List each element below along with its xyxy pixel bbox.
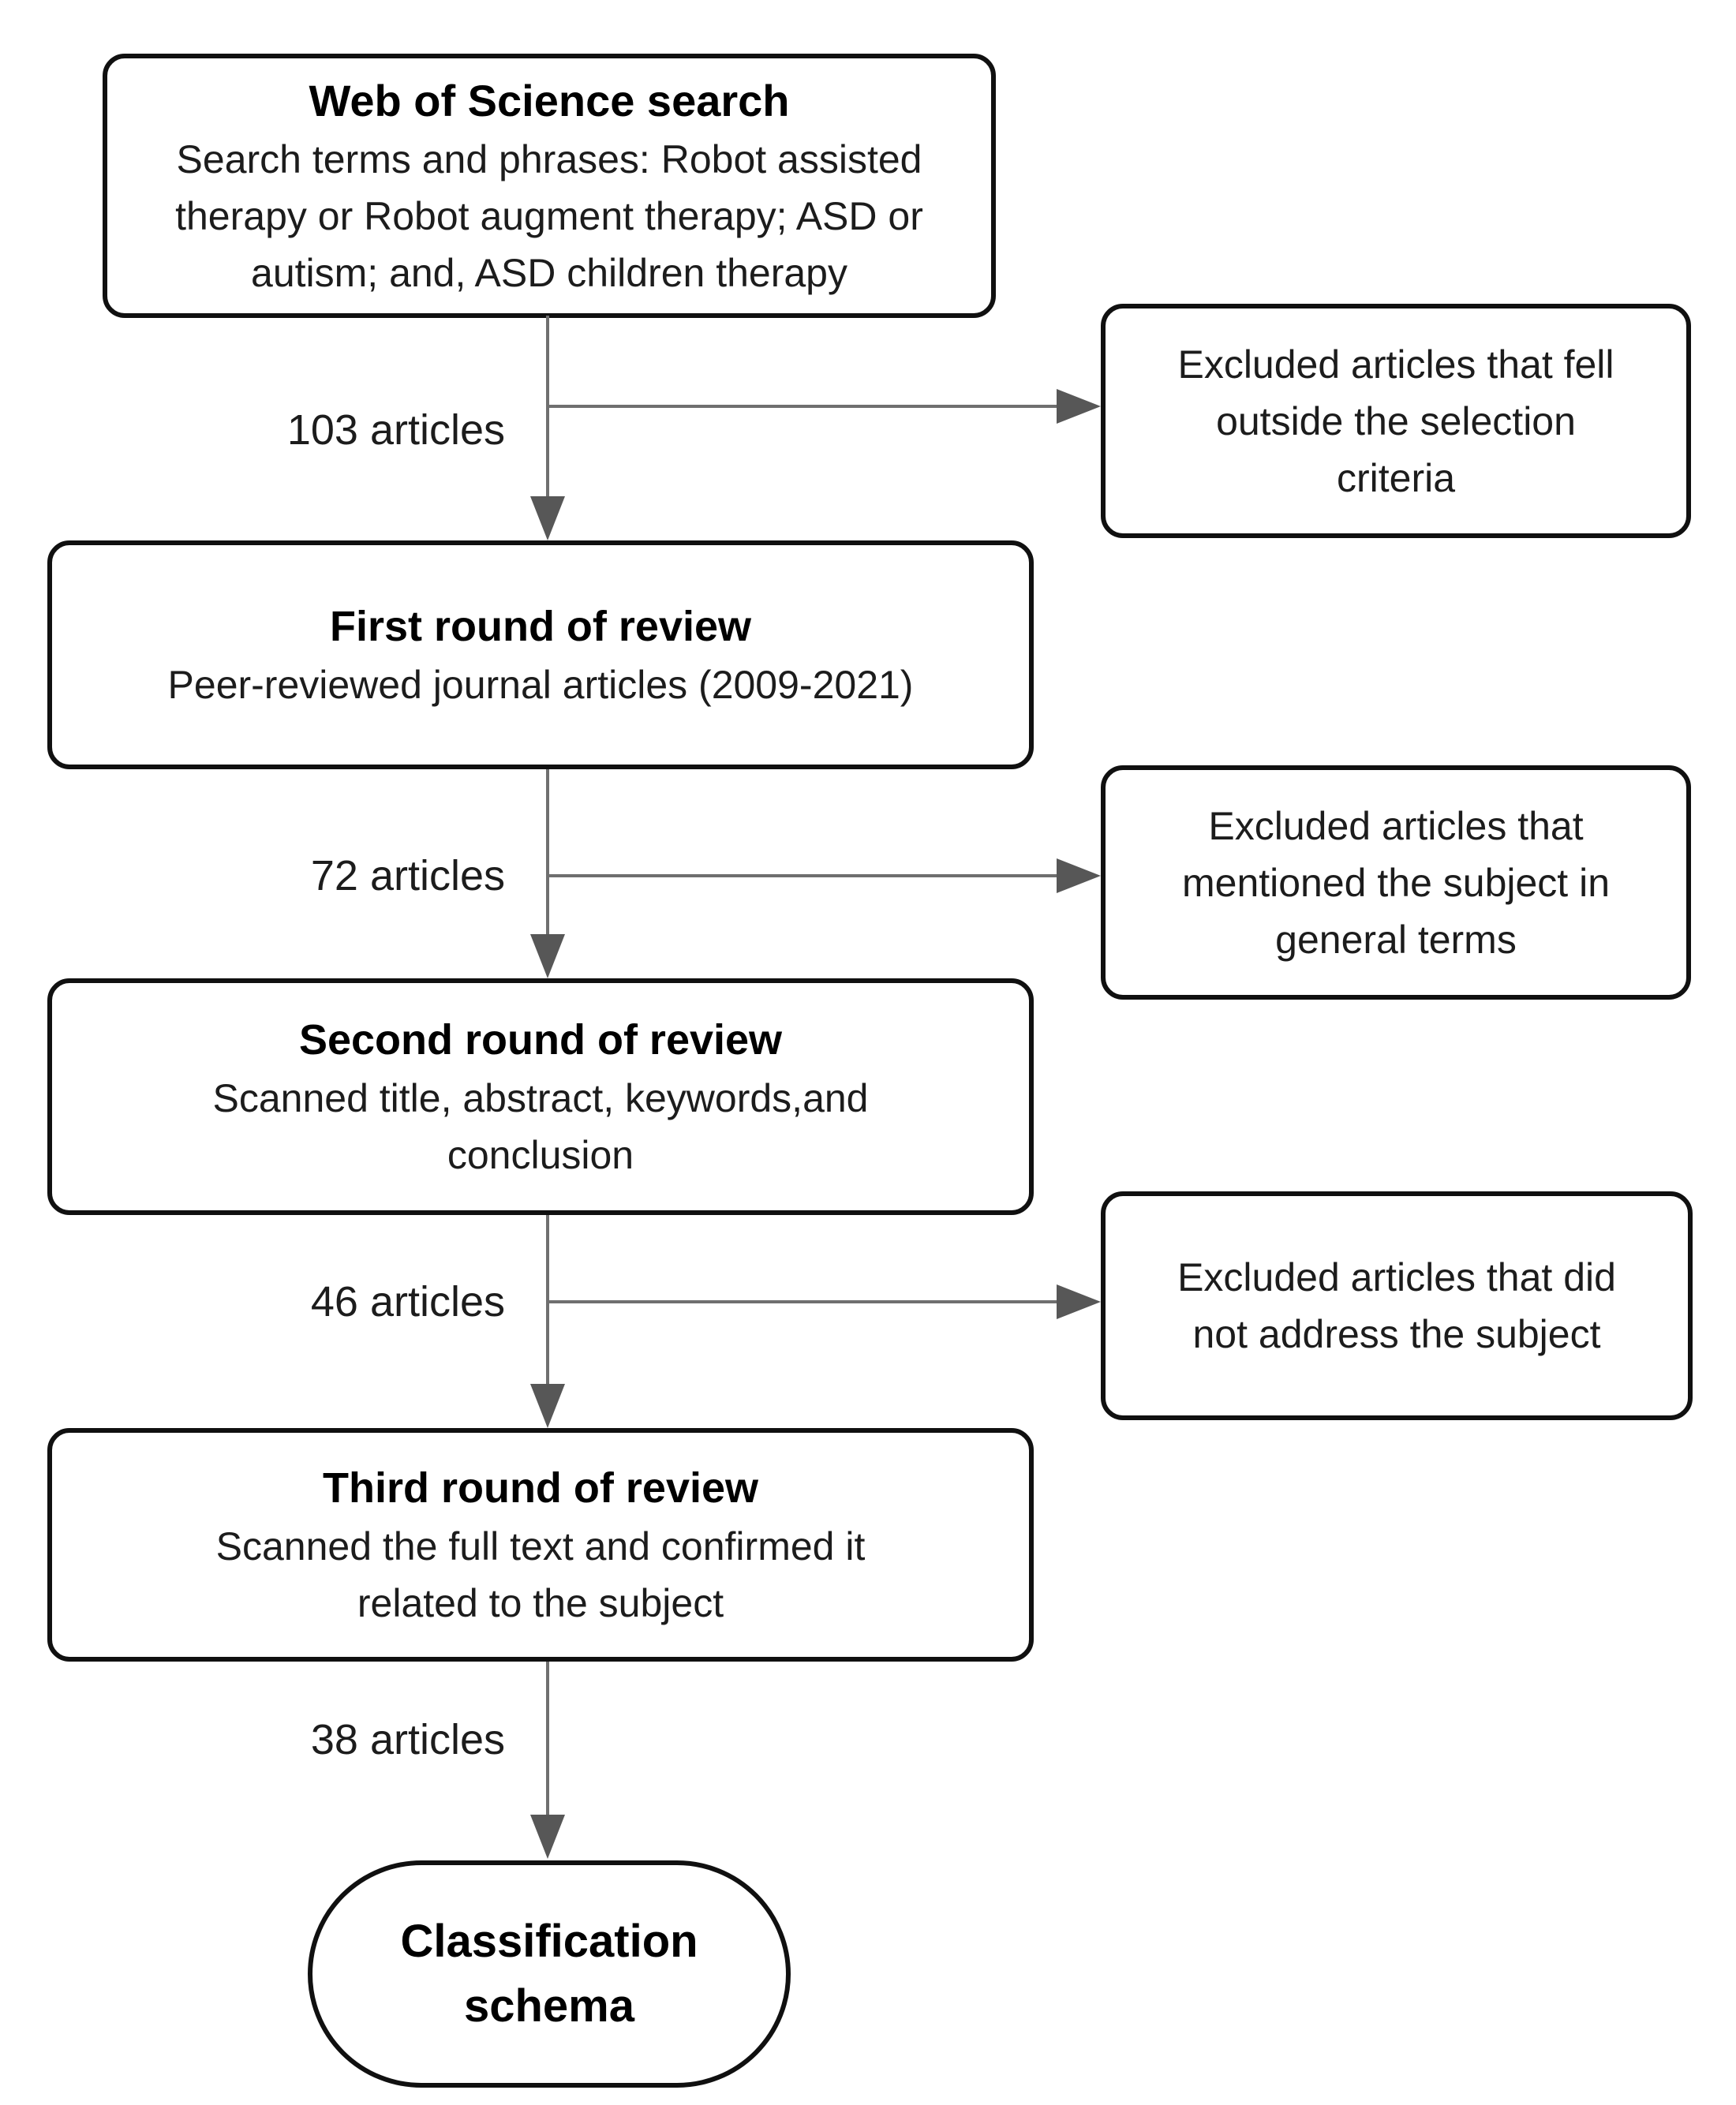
count-label-72-articles: 72 articles (310, 852, 505, 899)
node-excluded-not-address-subject: Excluded articles that did not address t… (1101, 1191, 1693, 1420)
arrowhead-right-icon (1057, 858, 1101, 893)
node-text-line: Excluded articles that fell (1177, 342, 1614, 387)
count-label-38-articles: 38 articles (310, 1716, 505, 1763)
connector-line-round3-to-terminal (546, 1662, 549, 1817)
node-excluded-selection-criteria: Excluded articles that fell outside the … (1101, 304, 1691, 538)
node-text-line: mentioned the subject in (1181, 860, 1611, 905)
node-text-line: not address the subject (1192, 1312, 1601, 1356)
node-text-line: Peer-reviewed journal articles (2009-202… (167, 663, 914, 707)
node-text-line: general terms (1275, 917, 1517, 962)
node-title: Web of Science search (309, 75, 790, 125)
node-web-of-science-search: Web of Science search Search terms and p… (103, 54, 996, 318)
connector-line-branch-excluded-1 (548, 405, 1057, 408)
node-text-line: therapy or Robot augment therapy; ASD or (175, 193, 923, 238)
arrowhead-down-icon (530, 496, 565, 540)
count-label-46-articles: 46 articles (310, 1278, 505, 1325)
arrowhead-right-icon (1057, 389, 1101, 424)
node-third-round-review: Third round of review Scanned the full t… (47, 1428, 1034, 1662)
count-label-103-articles: 103 articles (286, 406, 505, 454)
node-text-line: outside the selection (1216, 398, 1576, 443)
node-text-line: Excluded articles that did (1177, 1255, 1616, 1299)
connector-line-branch-excluded-3 (548, 1300, 1057, 1303)
connector-line-round1-to-round2 (546, 769, 549, 937)
node-text-line: Scanned the full text and confirmed it (215, 1524, 866, 1568)
node-text-line: Excluded articles that (1208, 803, 1584, 848)
node-title: Classification (400, 1916, 698, 1967)
node-second-round-review: Second round of review Scanned title, ab… (47, 978, 1034, 1215)
node-text-line: criteria (1336, 455, 1456, 500)
node-text-line: conclusion (447, 1133, 634, 1177)
arrowhead-right-icon (1057, 1284, 1101, 1319)
arrowhead-down-icon (530, 934, 565, 978)
node-title: Third round of review (322, 1464, 759, 1512)
node-text-line: Scanned title, abstract, keywords,and (212, 1076, 869, 1120)
node-first-round-review: First round of review Peer-reviewed jour… (47, 540, 1034, 769)
node-title: schema (463, 1980, 635, 2032)
arrowhead-down-icon (530, 1815, 565, 1859)
node-title: Second round of review (298, 1016, 783, 1064)
node-text-line: Search terms and phrases: Robot assisted (176, 136, 922, 181)
node-text-line: related to the subject (357, 1581, 724, 1625)
arrowhead-down-icon (530, 1384, 565, 1428)
connector-line-branch-excluded-2 (548, 874, 1057, 877)
node-text-line: autism; and, ASD children therapy (251, 250, 847, 295)
node-excluded-general-terms: Excluded articles that mentioned the sub… (1101, 765, 1691, 1000)
node-title: First round of review (329, 603, 752, 650)
node-classification-schema: Classification schema (308, 1860, 791, 2088)
